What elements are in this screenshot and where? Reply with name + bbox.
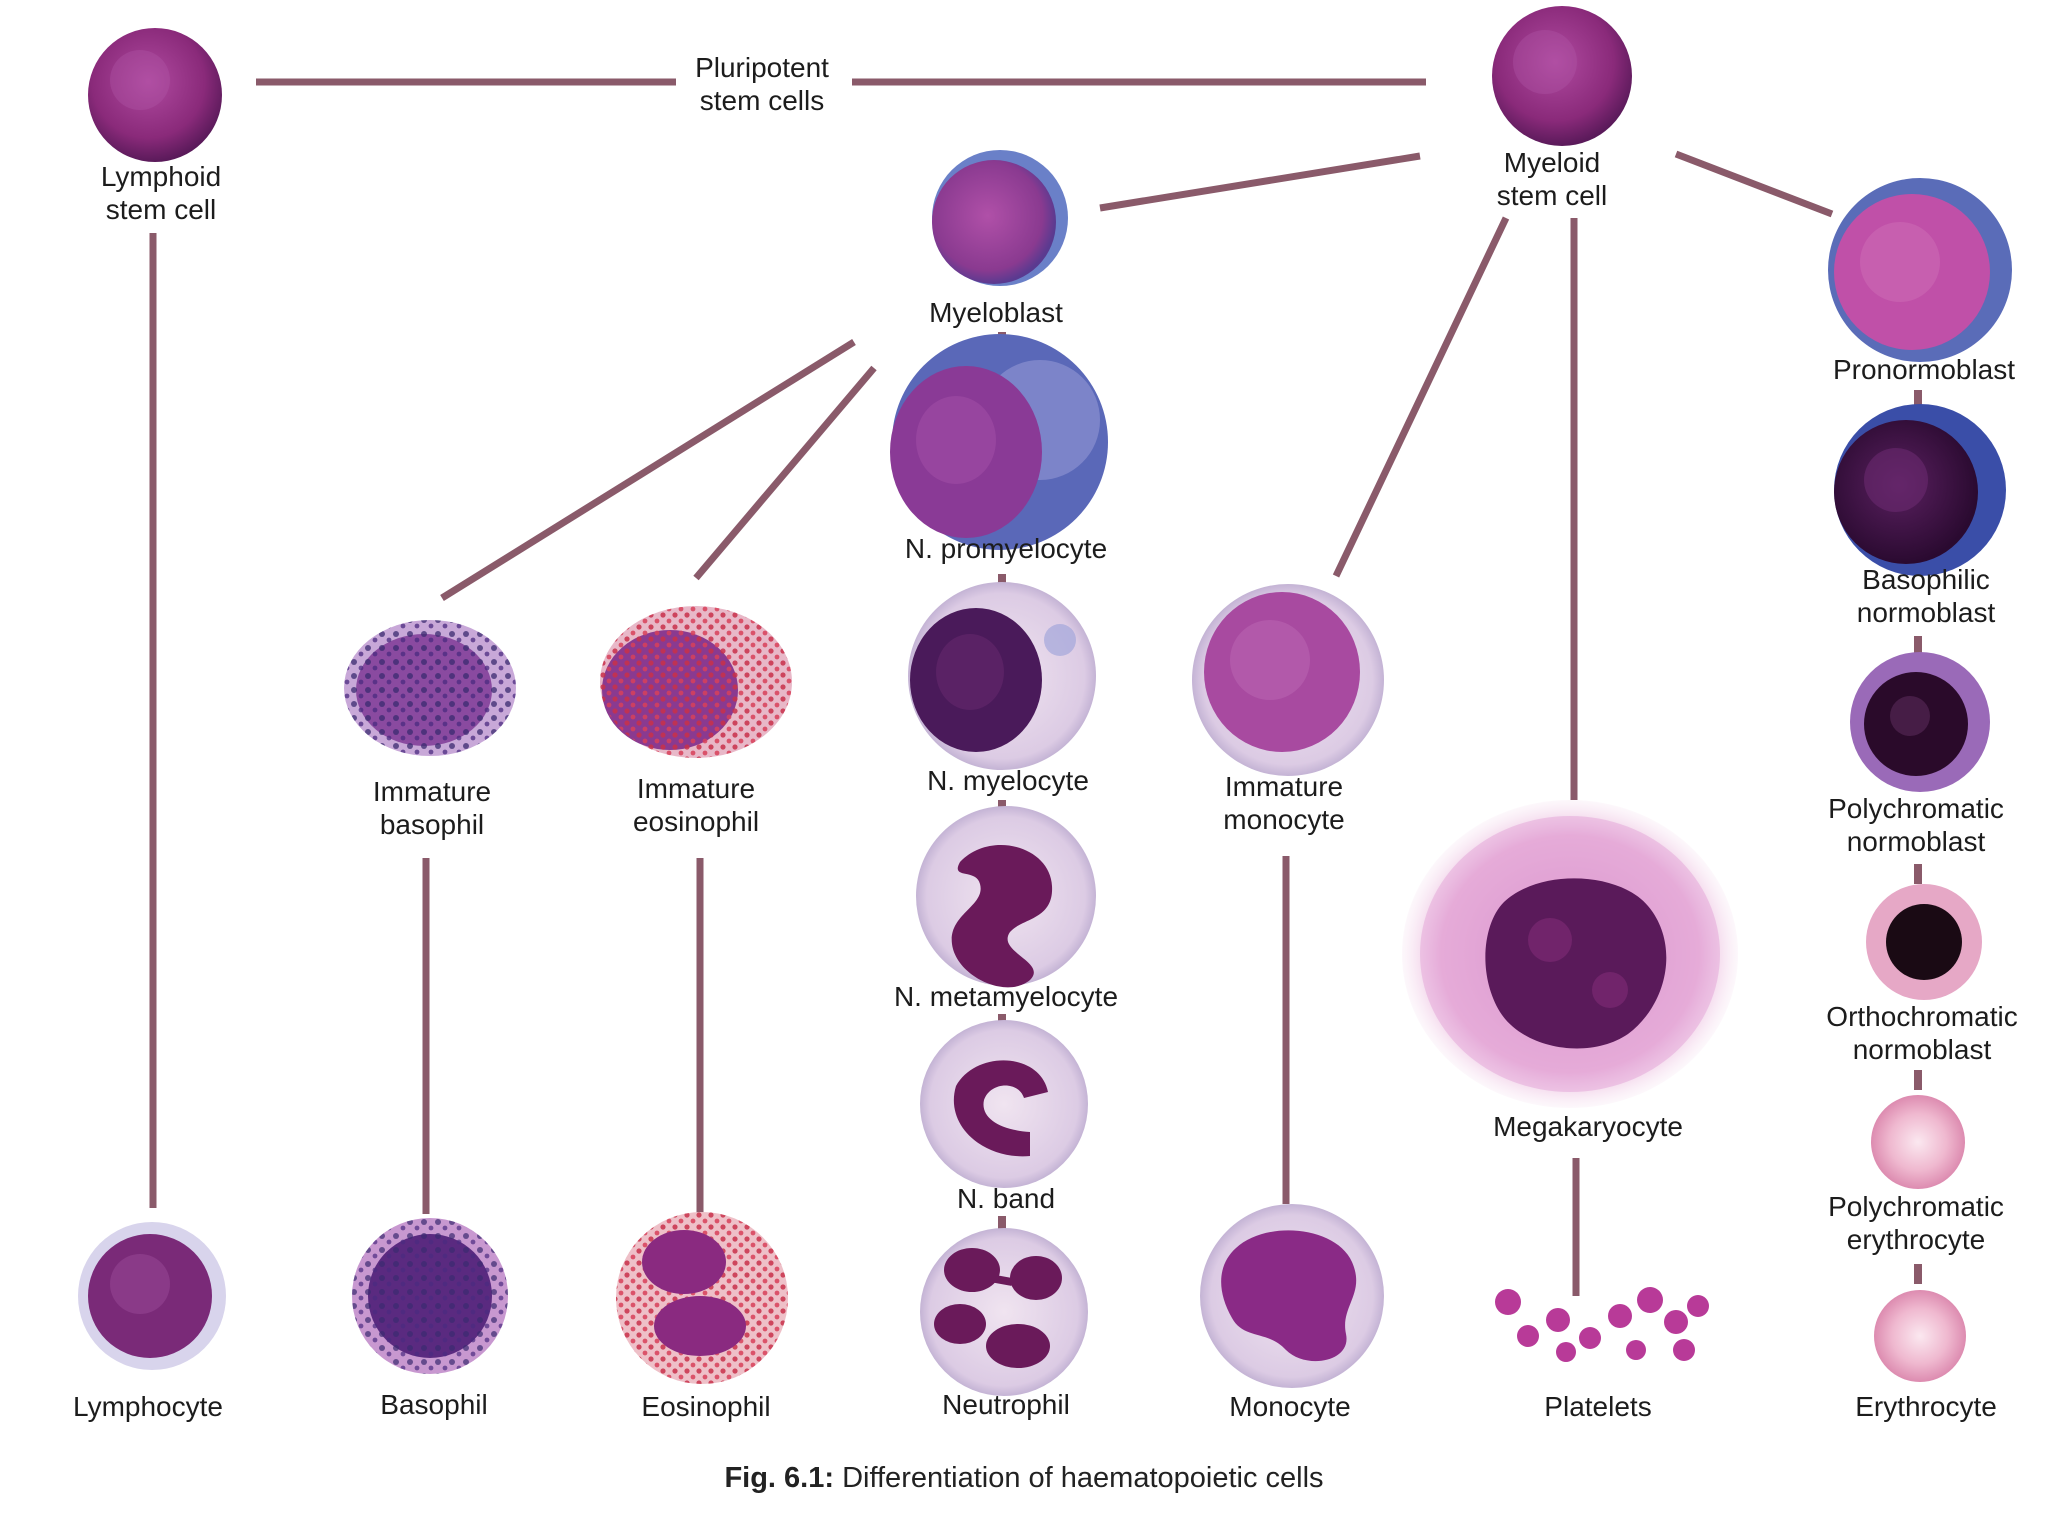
label-pluripotent-stem-cells: Pluripotent stem cells: [695, 51, 829, 117]
figure-caption-text: Differentiation of haematopoietic cells: [842, 1462, 1324, 1494]
immature-eosinophil-image: [600, 606, 792, 758]
label-line-2: eosinophil: [632, 806, 760, 837]
label-megakaryocyte: Megakaryocyte: [1493, 1110, 1683, 1143]
connector-myeloid-myeloblast: [1099, 152, 1421, 212]
connector-myeloblast-eosinophil: [693, 365, 877, 581]
label-line-1: Erythrocyte: [1855, 1391, 1997, 1422]
label-line-1: Eosinophil: [641, 1391, 771, 1422]
figure-caption-number: Fig. 6.1:: [724, 1462, 835, 1494]
label-neutrophil: Neutrophil: [942, 1388, 1070, 1421]
label-line-1: N. promyelocyte: [904, 533, 1108, 564]
label-line-2: normoblast: [1852, 1034, 1992, 1065]
label-line-1: Orthochromatic: [1826, 1001, 2018, 1032]
connector-myeloid-monocyte: [1332, 216, 1510, 578]
label-n-band: N. band: [957, 1182, 1055, 1215]
label-line-1: N. band: [956, 1183, 1056, 1214]
label-basophil: Basophil: [380, 1388, 487, 1421]
label-line-2: normoblast: [1846, 826, 1986, 857]
label-line-2: normoblast: [1856, 597, 1996, 628]
orthochromatic-normoblast-image: [1866, 884, 1982, 1000]
label-line-1: Polychromatic: [1828, 793, 2004, 824]
label-line-2: monocyte: [1223, 804, 1345, 835]
connector-myeloblast-basophil: [440, 339, 856, 601]
n-promyelocyte-image: [890, 334, 1108, 550]
label-line-1: Polychromatic: [1828, 1191, 2004, 1222]
label-basophilic-normoblast: Basophilic normoblast: [1857, 563, 1996, 629]
myeloid-stem-cell-image: [1492, 6, 1632, 146]
label-line-1: Monocyte: [1229, 1391, 1351, 1422]
label-line-1: Basophilic: [1862, 564, 1990, 595]
label-line-2: stem cell: [105, 194, 217, 225]
label-line-1: Lymphocyte: [73, 1391, 223, 1422]
label-pronormoblast: Pronormoblast: [1833, 353, 2015, 386]
figure-caption: Fig. 6.1: Differentiation of haematopoie…: [724, 1462, 1323, 1495]
label-line-1: N. myelocyte: [927, 765, 1089, 796]
label-immature-monocyte: Immature monocyte: [1223, 770, 1344, 836]
label-myeloid-stem-cell: Myeloid stem cell: [1497, 146, 1607, 212]
monocyte-image: [1200, 1204, 1384, 1388]
label-line-2: stem cells: [699, 85, 825, 116]
n-band-image: [920, 1020, 1088, 1188]
label-line-1: Megakaryocyte: [1493, 1111, 1683, 1142]
label-erythrocyte: Erythrocyte: [1855, 1390, 1997, 1423]
label-line-1: Basophil: [380, 1389, 488, 1420]
label-lymphoid-stem-cell: Lymphoid stem cell: [101, 160, 221, 226]
connector-myeloid-pronormoblast: [1674, 150, 1834, 218]
label-line-2: stem cell: [1496, 180, 1608, 211]
label-immature-eosinophil: Immature eosinophil: [633, 772, 759, 838]
label-line-1: Immature: [1224, 771, 1344, 802]
myeloblast-image: [932, 150, 1068, 286]
polychromatic-normoblast-image: [1850, 652, 1990, 792]
label-lymphocyte: Lymphocyte: [73, 1390, 223, 1423]
label-platelets: Platelets: [1544, 1390, 1651, 1423]
label-polychromatic-erythrocyte: Polychromatic erythrocyte: [1828, 1190, 2004, 1256]
polychromatic-erythrocyte-image: [1871, 1095, 1965, 1189]
label-n-promyelocyte: N. promyelocyte: [905, 532, 1107, 565]
label-line-1: Myeloblast: [929, 297, 1063, 328]
label-line-2: basophil: [379, 809, 485, 840]
immature-monocyte-image: [1192, 584, 1384, 776]
label-eosinophil: Eosinophil: [641, 1390, 770, 1423]
label-line-1: Myeloid: [1503, 147, 1601, 178]
n-myelocyte-image: [908, 582, 1096, 770]
label-line-1: Immature: [372, 776, 492, 807]
label-n-myelocyte: N. myelocyte: [927, 764, 1089, 797]
immature-basophil-image: [344, 620, 516, 756]
basophilic-normoblast-image: [1834, 404, 2006, 576]
label-line-1: N. metamyelocyte: [893, 981, 1119, 1012]
lymphocyte-image: [78, 1222, 226, 1370]
label-line-2: erythrocyte: [1846, 1224, 1986, 1255]
n-metamyelocyte-image: [916, 806, 1096, 988]
eosinophil-image: [616, 1212, 788, 1384]
platelets-image: [1495, 1287, 1709, 1362]
label-line-1: Immature: [636, 773, 756, 804]
neutrophil-image: [920, 1228, 1088, 1396]
connector-lines: [149, 78, 1834, 1296]
label-monocyte: Monocyte: [1229, 1390, 1350, 1423]
label-myeloblast: Myeloblast: [929, 296, 1063, 329]
label-line-1: Lymphoid: [100, 161, 222, 192]
lymphoid-stem-cell-image: [88, 28, 222, 162]
label-line-1: Pluripotent: [695, 52, 829, 83]
short-connectors: [998, 332, 1922, 1284]
label-orthochromatic-normoblast: Orthochromatic normoblast: [1826, 1000, 2017, 1066]
label-immature-basophil: Immature basophil: [373, 775, 491, 841]
basophil-image: [352, 1218, 508, 1374]
label-line-1: Neutrophil: [942, 1389, 1070, 1420]
label-line-1: Pronormoblast: [1832, 354, 2016, 385]
label-n-metamyelocyte: N. metamyelocyte: [894, 980, 1118, 1013]
label-polychromatic-normoblast: Polychromatic normoblast: [1828, 792, 2004, 858]
label-line-1: Platelets: [1544, 1391, 1652, 1422]
megakaryocyte-image: [1402, 800, 1738, 1108]
pronormoblast-image: [1828, 178, 2012, 362]
erythrocyte-image: [1874, 1290, 1966, 1382]
